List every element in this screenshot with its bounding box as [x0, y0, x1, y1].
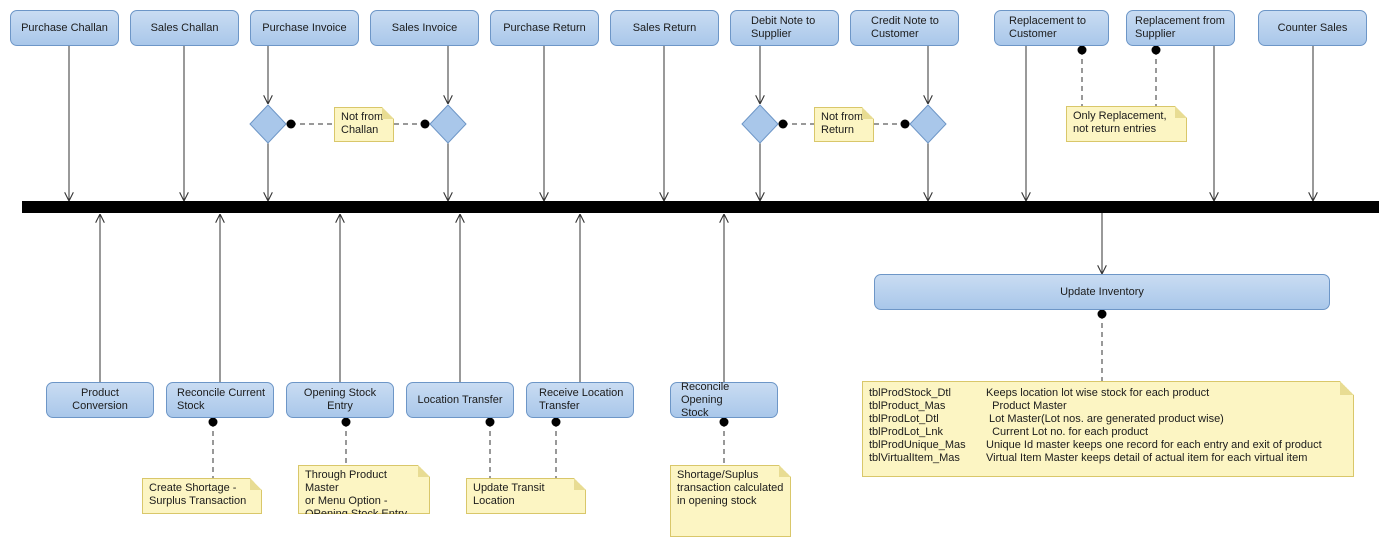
sync-bar: [22, 201, 1379, 213]
decision-purchase-invoice: [249, 104, 287, 144]
note-through-product-master: Through Product Master or Menu Option - …: [298, 465, 430, 514]
activity-purchase-challan[interactable]: Purchase Challan: [10, 10, 119, 46]
activity-sales-return[interactable]: Sales Return: [610, 10, 719, 46]
activity-sales-invoice[interactable]: Sales Invoice: [370, 10, 479, 46]
note-not-from-challan: Not from Challan: [334, 107, 394, 142]
table-row: tblProduct_Mas Product Master: [869, 400, 1067, 412]
activity-sales-challan[interactable]: Sales Challan: [130, 10, 239, 46]
activity-debit-note[interactable]: Debit Note to Supplier: [730, 10, 839, 46]
activity-credit-note[interactable]: Credit Note to Customer: [850, 10, 959, 46]
table-row: tblProdLot_Dtl Lot Master(Lot nos. are g…: [869, 413, 1224, 425]
activity-reconcile-current-stock[interactable]: Reconcile Current Stock: [166, 382, 274, 418]
note-create-shortage: Create Shortage - Surplus Transaction: [142, 478, 262, 514]
activity-replacement-supplier[interactable]: Replacement from Supplier: [1126, 10, 1235, 46]
note-not-from-return: Not from Return: [814, 107, 874, 142]
decision-sales-invoice: [429, 104, 467, 144]
note-only-replacement: Only Replacement, not return entries: [1066, 106, 1187, 142]
activity-update-inventory[interactable]: Update Inventory: [874, 274, 1330, 310]
note-update-transit: Update Transit Location: [466, 478, 586, 514]
table-row: tblProdLot_Lnk Current Lot no. for each …: [869, 426, 1149, 438]
activity-receive-location-transfer[interactable]: Receive Location Transfer: [526, 382, 634, 418]
decision-credit-note: [909, 104, 947, 144]
decision-debit-note: [741, 104, 779, 144]
activity-reconcile-opening-stock[interactable]: Reconcile Opening Stock: [670, 381, 778, 419]
activity-purchase-invoice[interactable]: Purchase Invoice: [250, 10, 359, 46]
activity-counter-sales[interactable]: Counter Sales: [1258, 10, 1367, 46]
note-shortage-suplus: Shortage/Suplus transaction calculated i…: [670, 465, 791, 537]
activity-location-transfer[interactable]: Location Transfer: [406, 382, 514, 418]
activity-purchase-return[interactable]: Purchase Return: [490, 10, 599, 46]
activity-opening-stock-entry[interactable]: Opening Stock Entry: [286, 382, 394, 418]
activity-product-conversion[interactable]: Product Conversion: [46, 382, 154, 418]
activity-replacement-customer[interactable]: Replacement to Customer: [994, 10, 1109, 46]
